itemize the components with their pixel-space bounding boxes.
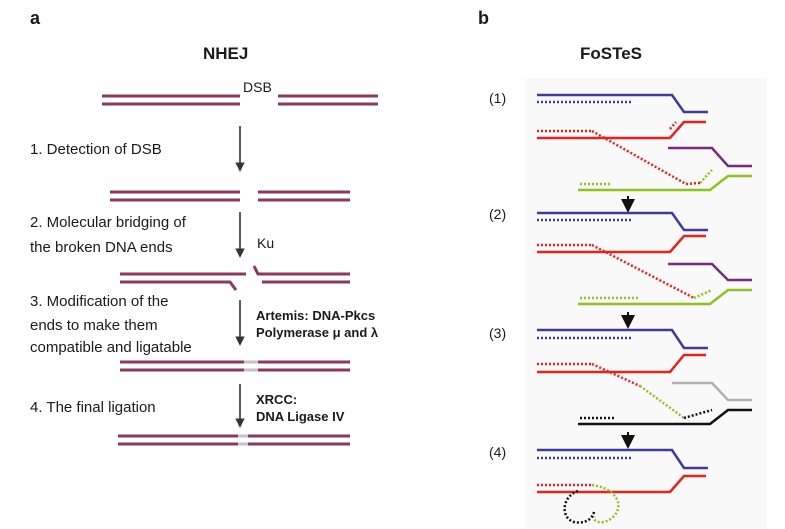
dna-modified-ends [120,360,350,372]
cycle-3-label: (3) [489,325,507,341]
fostes-cycle-3 [537,328,752,426]
fostes-cycle-2 [537,211,752,306]
ku-label: Ku [257,235,275,251]
step-3-label-line3: compatible and ligatable [30,339,192,356]
cycle-1-label: (1) [489,90,507,106]
cycle-2-label: (2) [489,206,507,222]
step-3-label-line1: 3. Modification of the [30,293,169,310]
panel-b-letter: b [478,8,489,28]
step-1-label: 1. Detection of DSB [30,141,162,158]
enzyme-xrcc: XRCC: [256,392,298,407]
cycle-4-label: (4) [489,444,507,460]
dna-ligated [118,434,350,446]
step-3-label-line2: ends to make them [30,317,158,334]
step-4-label: 4. The final ligation [30,399,156,416]
dna-initial-break [102,94,378,106]
dna-detected-ends [110,190,350,202]
step-2-label-line1: 2. Molecular bridging of [30,214,186,231]
nhej-title: NHEJ [203,44,249,63]
fostes-cycle-1 [537,93,752,192]
step-2-label-line2: the broken DNA ends [30,239,173,256]
dsb-label: DSB [243,79,272,95]
enzyme-polymerase: Polymerase μ and λ [256,325,379,340]
enzyme-ligase: DNA Ligase IV [256,409,345,424]
enzyme-artemis: Artemis: DNA-Pkcs [256,308,376,323]
panel-a-letter: a [30,8,41,28]
dna-bridged-ends [120,265,350,291]
fostes-cycle-4 [537,448,708,524]
fostes-title: FoSTeS [580,44,643,63]
